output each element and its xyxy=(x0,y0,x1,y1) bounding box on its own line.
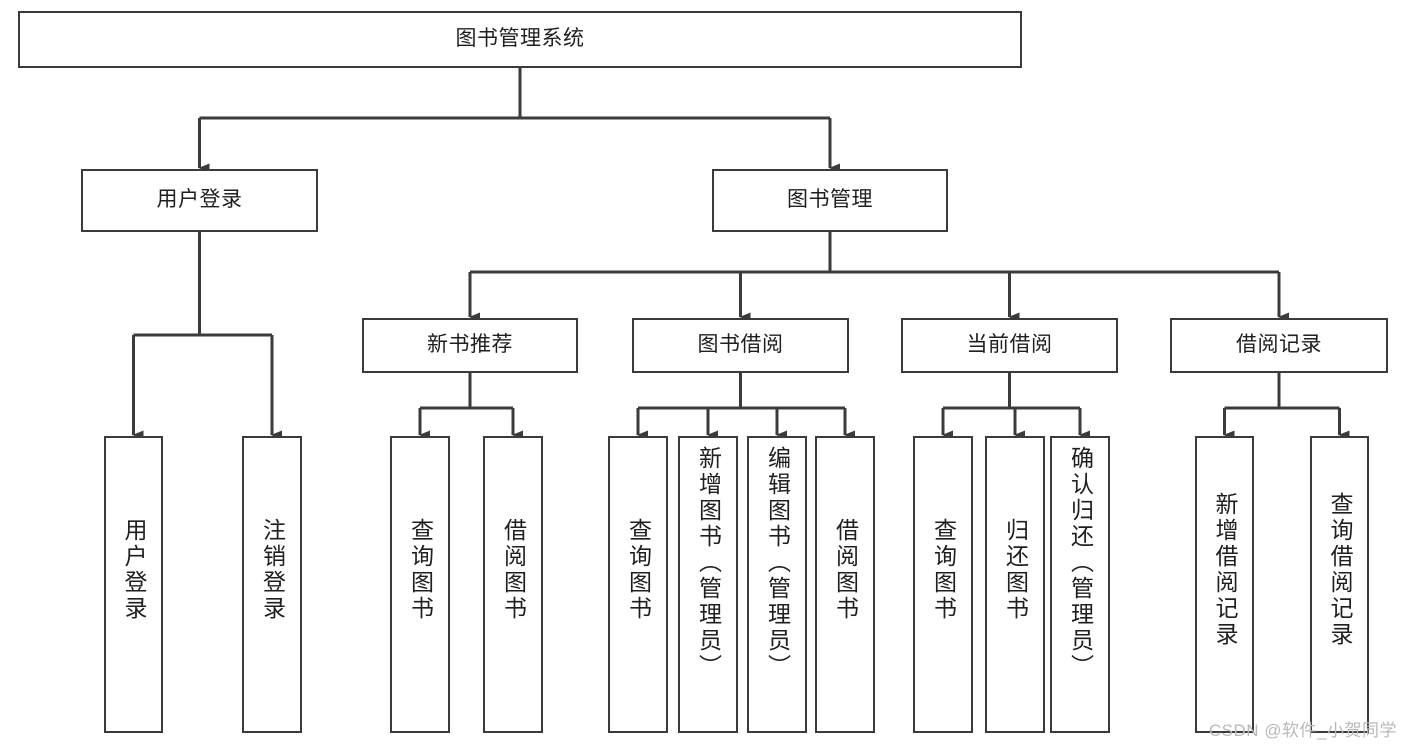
node-l-bw-add[interactable]: 新增图书（管理员） xyxy=(678,436,738,733)
node-newbook[interactable]: 新书推荐 xyxy=(362,318,578,373)
node-l-cu-confirm[interactable]: 确认归还（管理员） xyxy=(1050,436,1110,733)
edge-group xyxy=(132,68,1350,440)
node-label-l-cu-confirm: 确认归还（管理员） xyxy=(1067,446,1094,680)
node-label-l-rc-add: 新增借阅记录 xyxy=(1212,492,1238,648)
node-label-l-bw-edit: 编辑图书（管理员） xyxy=(764,446,791,680)
node-label-l-bw-query: 查询图书 xyxy=(625,518,652,622)
node-l-bw-query[interactable]: 查询图书 xyxy=(608,436,668,733)
node-borrow[interactable]: 图书借阅 xyxy=(632,318,849,373)
node-label-record: 借阅记录 xyxy=(1236,333,1322,357)
node-label-l-cu-query: 查询图书 xyxy=(930,518,957,622)
node-label-l-bw-add: 新增图书（管理员） xyxy=(695,446,722,680)
node-label-login: 用户登录 xyxy=(156,188,243,212)
node-l-cu-query[interactable]: 查询图书 xyxy=(913,436,973,733)
node-l-nb-query[interactable]: 查询图书 xyxy=(390,436,450,733)
node-label-l-rc-query: 查询借阅记录 xyxy=(1327,492,1353,648)
node-label-borrow: 图书借阅 xyxy=(697,333,784,357)
node-l-cu-return[interactable]: 归还图书 xyxy=(985,436,1045,733)
node-l-rc-query[interactable]: 查询借阅记录 xyxy=(1310,436,1369,733)
node-l-logout[interactable]: 注销登录 xyxy=(242,436,302,733)
node-login[interactable]: 用户登录 xyxy=(81,169,318,232)
node-bookmgmt[interactable]: 图书管理 xyxy=(712,169,948,232)
node-label-l-nb-borrow: 借阅图书 xyxy=(500,518,527,622)
node-l-bw-edit[interactable]: 编辑图书（管理员） xyxy=(747,436,807,733)
node-label-bookmgmt: 图书管理 xyxy=(787,188,873,212)
node-label-l-logout: 注销登录 xyxy=(259,518,286,622)
node-label-l-cu-return: 归还图书 xyxy=(1002,518,1029,622)
node-label-l-nb-query: 查询图书 xyxy=(407,518,434,622)
node-current[interactable]: 当前借阅 xyxy=(901,318,1118,373)
node-l-bw-borrow[interactable]: 借阅图书 xyxy=(815,436,875,733)
node-label-newbook: 新书推荐 xyxy=(427,333,513,357)
node-label-l-login: 用户登录 xyxy=(121,518,147,622)
node-label-current: 当前借阅 xyxy=(966,333,1053,357)
node-label-root: 图书管理系统 xyxy=(455,27,585,51)
node-l-login[interactable]: 用户登录 xyxy=(104,436,163,733)
node-record[interactable]: 借阅记录 xyxy=(1170,318,1388,373)
node-l-nb-borrow[interactable]: 借阅图书 xyxy=(483,436,543,733)
node-root[interactable]: 图书管理系统 xyxy=(18,11,1022,68)
node-l-rc-add[interactable]: 新增借阅记录 xyxy=(1195,436,1254,733)
node-label-l-bw-borrow: 借阅图书 xyxy=(832,518,859,622)
